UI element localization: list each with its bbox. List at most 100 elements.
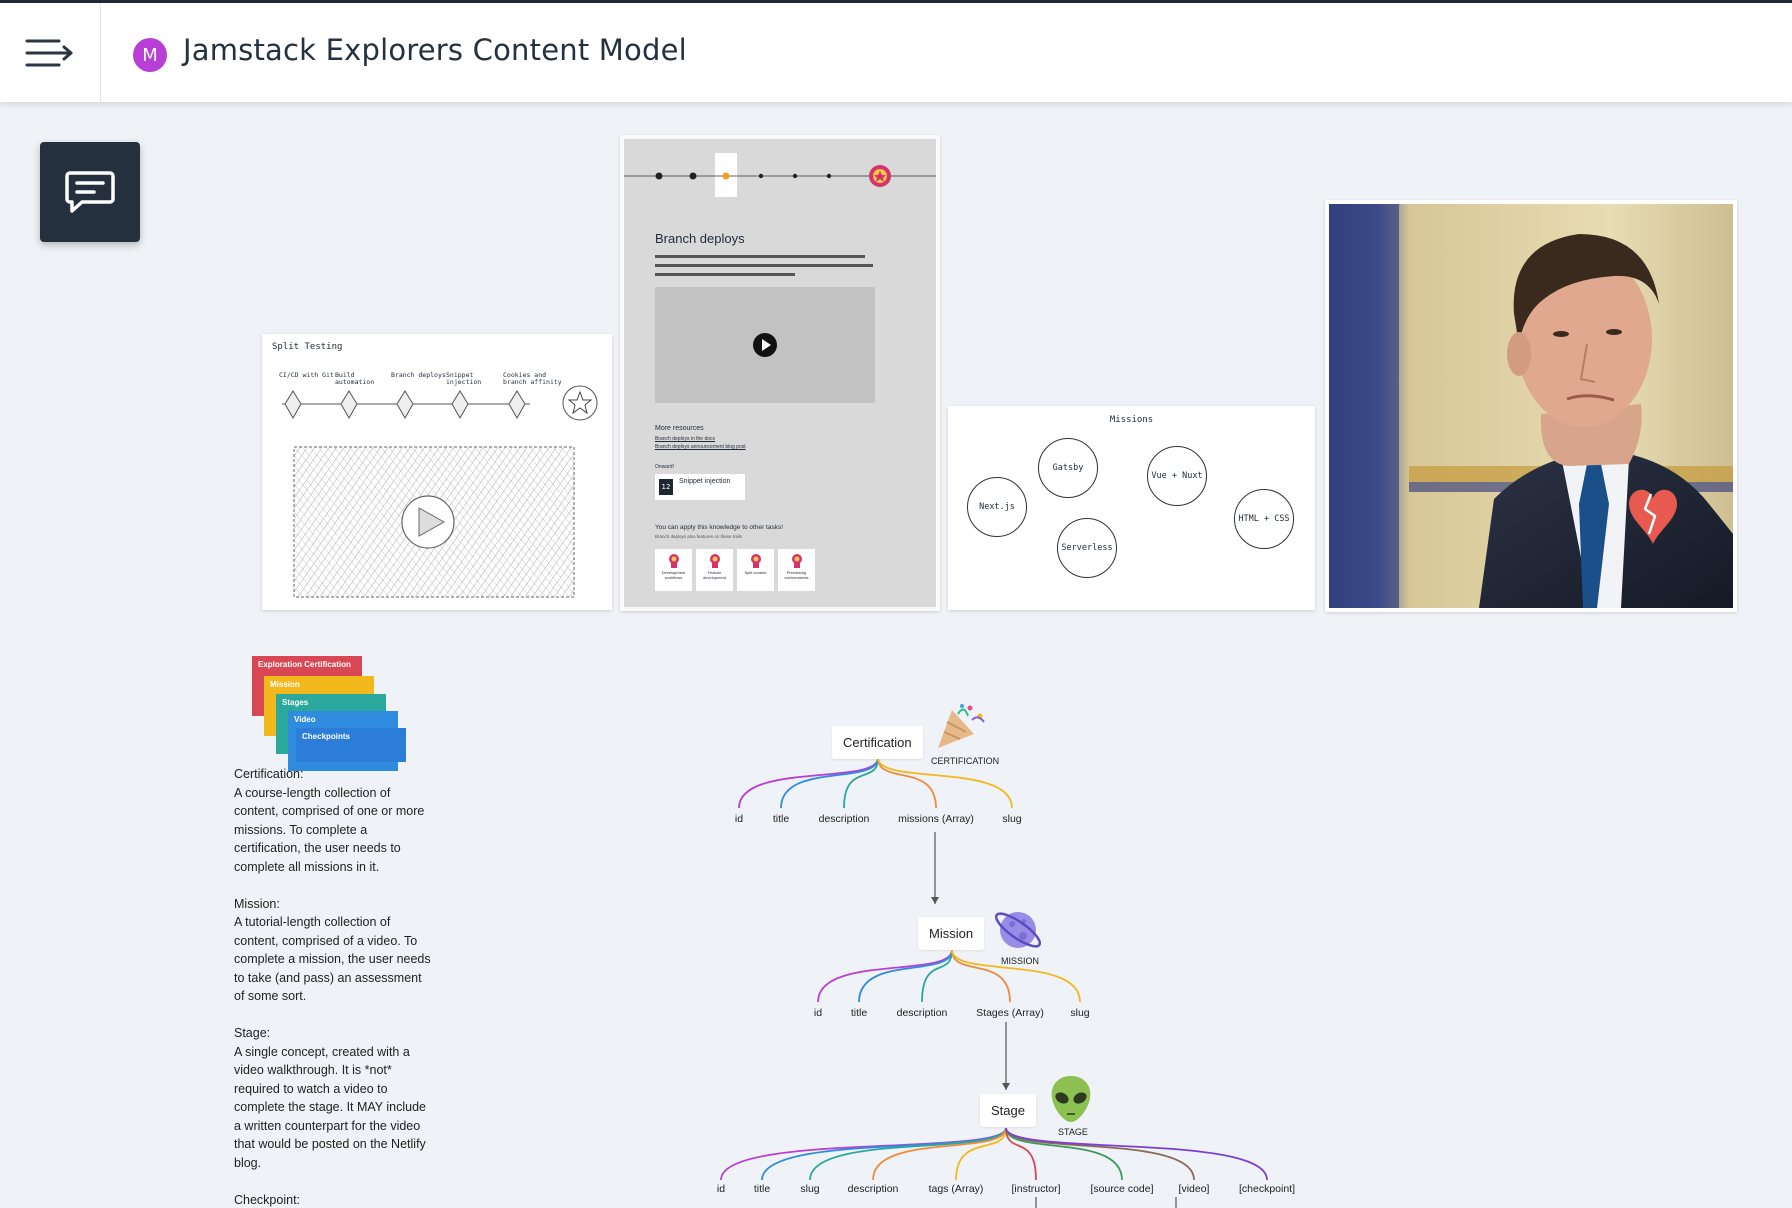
badge-label: Previewing environments: [784, 570, 809, 580]
sketch-step-marker: [284, 390, 302, 420]
field-connector: [809, 1127, 1007, 1181]
mockup-next-card[interactable]: 12 Snippet injection: [655, 474, 745, 500]
mission-bubble[interactable]: Next.js: [967, 477, 1027, 537]
comment-icon: [65, 171, 115, 213]
model-field[interactable]: slug: [800, 1183, 820, 1195]
field-connector: [872, 1127, 1007, 1181]
top-bar: M Jamstack Explorers Content Model: [0, 0, 1792, 102]
sketch-title: Split Testing: [272, 342, 343, 352]
mission-bubble-label: HTML + CSS: [1238, 514, 1290, 524]
stack-layer-label: Mission: [270, 680, 300, 689]
relation-arrowhead: [1002, 1083, 1010, 1090]
comment-button[interactable]: [40, 142, 140, 242]
model-field[interactable]: description: [896, 1007, 948, 1019]
model-field[interactable]: [instructor]: [1011, 1183, 1061, 1195]
model-field[interactable]: title: [850, 1007, 868, 1019]
mockup-page: The split testing trail Branch deploys M…: [624, 139, 936, 607]
alien-icon: [1051, 1076, 1091, 1122]
model-field[interactable]: Stages (Array): [976, 1007, 1044, 1019]
stack-layer-label: Stages: [282, 698, 309, 707]
model-field[interactable]: [source code]: [1090, 1183, 1154, 1195]
mission-bubble-label: Serverless: [1061, 543, 1113, 553]
stage-node[interactable]: Stage: [980, 1094, 1036, 1127]
relation-arrowhead: [931, 897, 939, 904]
definitions-note[interactable]: Certification: A course-length collectio…: [234, 767, 431, 1207]
mission-bubble-label: Gatsby: [1052, 463, 1084, 473]
model-field[interactable]: id: [716, 1183, 726, 1195]
mission-bubble[interactable]: Gatsby: [1038, 438, 1098, 498]
field-connector: [955, 1127, 1007, 1181]
field-connector: [1005, 1127, 1268, 1181]
model-field[interactable]: [checkpoint]: [1238, 1183, 1296, 1195]
model-field[interactable]: tags (Array): [928, 1183, 984, 1195]
stack-layer-label: Checkpoints: [302, 732, 351, 741]
mockup-apply-title: You can apply this knowledge to other ta…: [655, 524, 784, 531]
play-icon: [753, 333, 777, 357]
mockup-video[interactable]: [655, 287, 875, 403]
menu-collapse-icon: [25, 39, 73, 66]
board-avatar[interactable]: M: [133, 38, 167, 72]
field-connector: [817, 949, 953, 1003]
mockup-trail: The split testing trail: [624, 153, 936, 197]
sketch-step-marker: [451, 390, 469, 420]
model-field[interactable]: missions (Array): [898, 813, 974, 825]
mission-bubble[interactable]: HTML + CSS: [1234, 489, 1294, 549]
certification-node[interactable]: Certification: [832, 726, 923, 759]
model-field[interactable]: id: [734, 813, 744, 825]
missions-title: Missions: [1109, 415, 1154, 425]
badge-label: Development workflows: [661, 570, 686, 580]
sketch-step-label: Build automation: [335, 371, 375, 386]
model-field[interactable]: slug: [1070, 1007, 1090, 1019]
model-field[interactable]: [video]: [1178, 1183, 1210, 1195]
sketch-step-marker: [508, 390, 526, 420]
mockup-badge[interactable]: Split content: [737, 549, 774, 591]
sketch-step-marker: [396, 390, 414, 420]
mission-bubble[interactable]: Serverless: [1057, 518, 1117, 578]
branch-deploys-mockup[interactable]: The split testing trail Branch deploys M…: [620, 135, 940, 611]
mission-bubble-label: Next.js: [979, 502, 1015, 512]
badge-label: Split content: [744, 570, 767, 575]
mockup-onward: Onward!: [655, 464, 674, 470]
model-field[interactable]: description: [847, 1183, 899, 1195]
mockup-badge[interactable]: Feature development: [696, 549, 733, 591]
menu-button[interactable]: [0, 3, 101, 102]
field-connector: [1005, 1127, 1037, 1181]
sketch-step-label: Cookies and branch affinity: [503, 371, 562, 386]
model-field[interactable]: title: [772, 813, 790, 825]
sketch-step-label: Snippet injection: [446, 371, 482, 386]
mockup-link-2[interactable]: Branch deploys announcement blog post: [655, 444, 746, 450]
model-field[interactable]: title: [753, 1183, 771, 1195]
certification-caption: CERTIFICATION: [931, 756, 1000, 766]
stack-layer: Checkpoints: [296, 728, 406, 762]
sketch-step-marker: [340, 390, 358, 420]
man-photo: [1329, 204, 1733, 608]
mockup-badge[interactable]: Previewing environments: [778, 549, 815, 591]
field-connector: [921, 949, 953, 1003]
stack-layer-label: Video: [294, 715, 316, 724]
field-connector: [1005, 1127, 1195, 1181]
badge-icon: [709, 554, 720, 568]
field-connector: [761, 1127, 1007, 1181]
badge-label: Feature development: [703, 570, 726, 580]
mission-bubble-label: Vue + Nuxt: [1151, 471, 1203, 481]
mockup-more-resources: More resources: [655, 425, 704, 432]
model-field[interactable]: description: [818, 813, 870, 825]
mission-node[interactable]: Mission: [918, 917, 985, 950]
mission-bubble[interactable]: Vue + Nuxt: [1147, 446, 1207, 506]
mockup-link-1[interactable]: Branch deploys in the docs: [655, 436, 716, 442]
next-title: Snippet injection: [679, 478, 731, 485]
stack-layer-label: Exploration Certification: [258, 660, 351, 669]
model-field[interactable]: id: [813, 1007, 823, 1019]
photo-card[interactable]: [1325, 200, 1737, 612]
sketch-step-label: CI/CD with Git: [279, 371, 334, 379]
badge-icon: [668, 554, 679, 568]
mockup-badge[interactable]: Development workflows: [655, 549, 692, 591]
stage-caption: STAGE: [1058, 1127, 1088, 1137]
sketch-trail: [282, 385, 598, 598]
field-connector: [720, 1127, 1007, 1181]
model-field[interactable]: slug: [1002, 813, 1022, 825]
mockup-apply-sub: Branch deploys also features on these tr…: [655, 534, 743, 539]
